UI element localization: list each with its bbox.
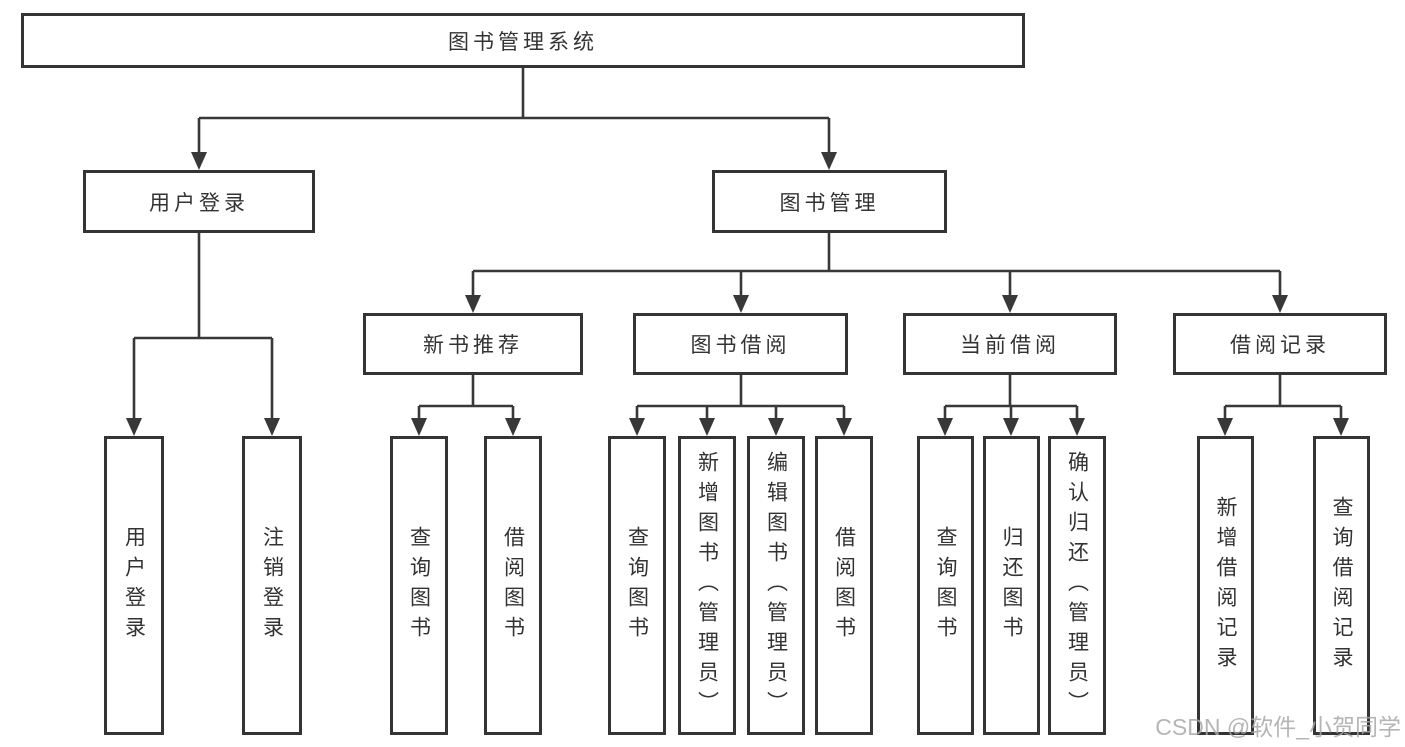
node-label: 注销登录 <box>260 525 284 646</box>
node-root-system: 图书管理系统 <box>21 13 1025 68</box>
leaf-query-books: 查询图书 <box>917 436 974 735</box>
node-book-management: 图书管理 <box>712 170 947 233</box>
leaf-return-books: 归还图书 <box>983 436 1040 735</box>
leaf-add-books-admin: 新增图书（管理员） <box>678 436 736 735</box>
node-label: 借阅记录 <box>1230 334 1330 357</box>
node-label: 图书借阅 <box>690 334 791 357</box>
node-label: 查询借阅记录 <box>1330 495 1353 676</box>
leaf-query-books: 查询图书 <box>608 436 666 735</box>
node-new-book-recommend: 新书推荐 <box>363 313 583 375</box>
node-current-borrow: 当前借阅 <box>903 313 1117 375</box>
node-label: 查询图书 <box>625 525 649 646</box>
node-label: 归还图书 <box>1000 525 1023 646</box>
node-label: 新书推荐 <box>423 334 523 357</box>
leaf-user-login: 用户登录 <box>104 436 164 735</box>
node-user-login: 用户登录 <box>83 170 315 233</box>
leaf-add-borrow-record: 新增借阅记录 <box>1197 436 1254 735</box>
node-label: 图书管理 <box>779 191 880 215</box>
node-label: 用户登录 <box>149 191 249 215</box>
node-label: 用户登录 <box>122 525 146 646</box>
leaf-query-borrow-record: 查询借阅记录 <box>1313 436 1370 735</box>
leaf-borrow-books: 借阅图书 <box>815 436 873 735</box>
leaf-confirm-return-admin: 确认归还（管理员） <box>1048 436 1106 735</box>
node-label: 确认归还（管理员） <box>1065 450 1089 721</box>
leaf-logout: 注销登录 <box>242 436 302 735</box>
node-label: 新增借阅记录 <box>1214 495 1237 676</box>
node-label: 图书管理系统 <box>448 30 598 54</box>
leaf-borrow-books: 借阅图书 <box>484 436 542 735</box>
watermark: CSDN @软件_小贺同学 <box>1155 714 1401 740</box>
node-label: 当前借阅 <box>960 334 1060 357</box>
node-borrow-records: 借阅记录 <box>1173 313 1387 375</box>
leaf-query-books: 查询图书 <box>390 436 448 735</box>
node-label: 借阅图书 <box>832 525 856 646</box>
node-book-borrow: 图书借阅 <box>633 313 848 375</box>
node-label: 查询图书 <box>934 525 957 646</box>
node-label: 编辑图书（管理员） <box>764 450 788 721</box>
node-label: 借阅图书 <box>501 525 525 646</box>
leaf-edit-books-admin: 编辑图书（管理员） <box>747 436 805 735</box>
node-label: 新增图书（管理员） <box>695 450 719 721</box>
node-label: 查询图书 <box>407 525 431 646</box>
